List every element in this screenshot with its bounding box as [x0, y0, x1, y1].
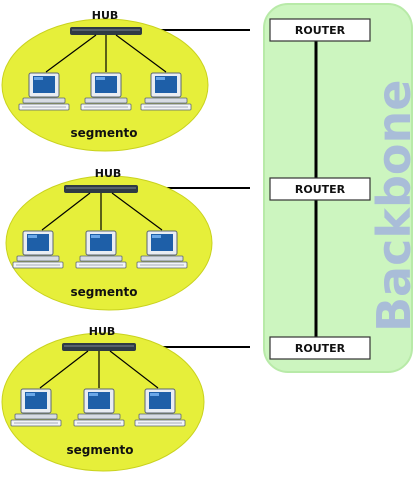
router-2: ROUTER — [269, 177, 371, 201]
hub-1-label: HUB — [92, 9, 119, 22]
segment-2: HUB segmento — [5, 167, 213, 311]
router-1-label: ROUTER — [295, 24, 346, 37]
segment-3: HUB segmento — [1, 325, 205, 472]
router-3: ROUTER — [269, 336, 371, 360]
hub-3-label: HUB — [89, 325, 116, 338]
router-1: ROUTER — [269, 18, 371, 42]
router-2-label: ROUTER — [295, 183, 346, 196]
hub-3-icon — [62, 343, 136, 351]
hub-2-icon — [64, 185, 138, 193]
backbone-label: Backbone — [367, 80, 418, 332]
hub-1-icon — [70, 27, 142, 35]
segment-3-label: segmento — [66, 443, 133, 457]
segment-1-label: segmento — [70, 126, 137, 140]
segment-1: HUB segmento — [1, 9, 209, 152]
segment-2-label: segmento — [70, 285, 137, 299]
hub-2-label: HUB — [95, 167, 122, 180]
router-3-label: ROUTER — [295, 342, 346, 355]
